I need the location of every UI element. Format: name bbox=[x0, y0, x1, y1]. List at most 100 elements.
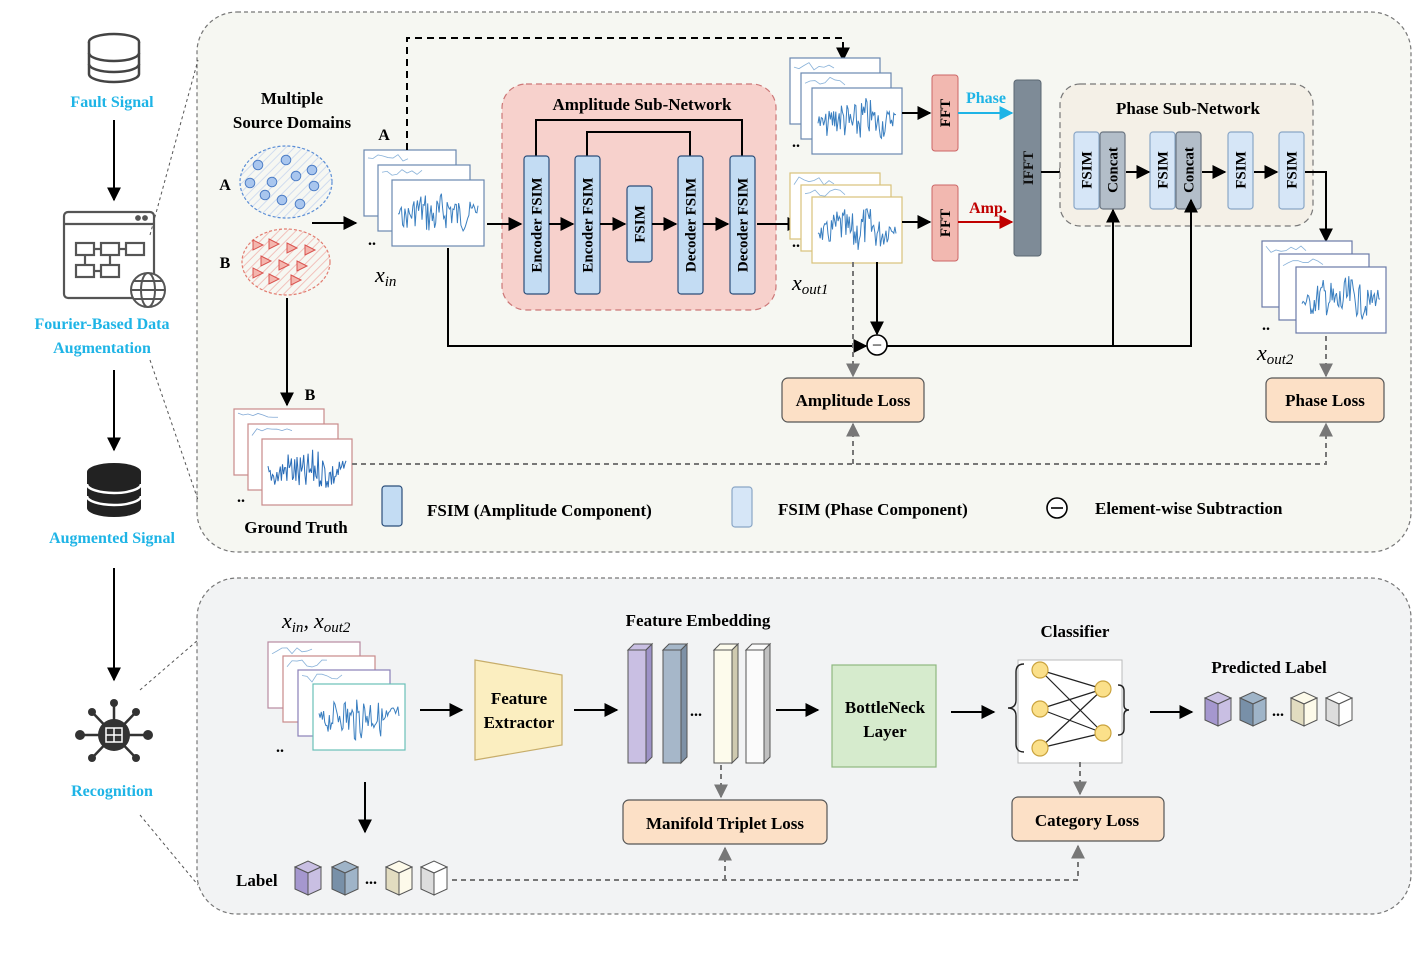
signal-waveform bbox=[267, 449, 347, 488]
label-dots: ... bbox=[365, 871, 377, 888]
category-loss-label: Category Loss bbox=[1035, 811, 1140, 830]
label-cube-right bbox=[307, 866, 322, 896]
phase-block-label: FSIM bbox=[1156, 151, 1172, 189]
predicted-label-title: Predicted Label bbox=[1211, 658, 1327, 677]
database-dark-icon bbox=[85, 463, 143, 517]
network-hub-icon bbox=[75, 699, 153, 762]
embedding-vector-side bbox=[731, 642, 739, 765]
legend-amp-swatch bbox=[381, 485, 403, 527]
phase-arrow-label: Phase bbox=[966, 90, 1006, 107]
ifft-label: IFFT bbox=[1021, 151, 1037, 185]
feature-extractor-label-2: Extractor bbox=[484, 713, 555, 732]
xin-signal-stack bbox=[363, 149, 485, 247]
zoom-line bbox=[149, 59, 199, 236]
signal-trace bbox=[804, 188, 846, 197]
bottom-stack-ellipsis: .. bbox=[276, 739, 284, 756]
bottleneck-layer bbox=[831, 664, 937, 768]
ifft-block bbox=[1013, 79, 1042, 257]
domain-b-sample bbox=[304, 244, 317, 256]
xin-to-subtract-path bbox=[447, 248, 868, 353]
embedding-dots: ... bbox=[690, 703, 702, 720]
subtraction-symbol: − bbox=[872, 335, 882, 355]
stack-a-label: A bbox=[378, 127, 390, 144]
signal-trace bbox=[1282, 258, 1324, 267]
bottom-input-label: xin,xout2 bbox=[281, 608, 351, 636]
embedding-vector bbox=[713, 649, 733, 764]
xout2-ellipsis: .. bbox=[1262, 317, 1270, 334]
domain-b-sample bbox=[290, 274, 303, 286]
xout1-signal-stack bbox=[789, 172, 903, 264]
phase-loss-label: Phase Loss bbox=[1285, 391, 1365, 410]
embedding-vector-side bbox=[645, 642, 653, 765]
phase-block-label: FSIM bbox=[1285, 151, 1301, 189]
xout1-ellipsis: .. bbox=[792, 234, 800, 251]
classifier-network bbox=[1007, 661, 1130, 757]
domain-a-sample bbox=[276, 194, 288, 206]
fft-bottom-label: FFT bbox=[938, 209, 954, 237]
arrow-phase-to-xout2 bbox=[1305, 171, 1333, 243]
legend-subtraction-label: Element-wise Subtraction bbox=[1095, 499, 1283, 518]
phase-input-signal-stack bbox=[789, 57, 903, 155]
amp-block-label: Encoder FSIM bbox=[530, 177, 546, 272]
signal-trace bbox=[1265, 245, 1307, 253]
manifold-loss-label: Manifold Triplet Loss bbox=[646, 814, 804, 833]
database-icon bbox=[87, 32, 141, 84]
bottleneck-label-1: BottleNeck bbox=[845, 698, 926, 717]
signal-trace bbox=[367, 154, 409, 162]
fourier-augmentation-label: Fourier-Based Data bbox=[35, 316, 170, 333]
label-cubes bbox=[293, 860, 449, 896]
label-title: Label bbox=[236, 871, 278, 890]
bottom-input-signal-stack bbox=[267, 641, 406, 751]
recognition-label: Recognition bbox=[71, 783, 153, 800]
xin-label: xin bbox=[374, 262, 396, 290]
fft-top-label: FFT bbox=[938, 99, 954, 127]
ground-truth-signal-stack bbox=[233, 408, 353, 506]
ground-truth-label: Ground Truth bbox=[244, 518, 348, 537]
label-cube-right bbox=[1252, 697, 1267, 727]
amp-block-label: Decoder FSIM bbox=[684, 178, 700, 272]
amp-skip-connections bbox=[535, 119, 743, 156]
amp-block-label: Encoder FSIM bbox=[581, 177, 597, 272]
globe-icon bbox=[130, 272, 166, 308]
xin-ellipsis: .. bbox=[368, 232, 376, 249]
domain-a-sample bbox=[290, 170, 302, 182]
domain-a-sample bbox=[244, 177, 256, 189]
label-cube-right bbox=[433, 866, 448, 896]
gt-ellipsis: .. bbox=[237, 489, 245, 506]
amp-block-label: FSIM bbox=[633, 205, 649, 243]
signal-trace bbox=[381, 169, 423, 176]
amplitude-loss-label: Amplitude Loss bbox=[796, 391, 911, 410]
feature-embedding-title: Feature Embedding bbox=[626, 611, 771, 630]
domain-b-samples bbox=[252, 238, 317, 286]
signal-trace bbox=[271, 647, 313, 655]
xout2-signal-stack bbox=[1261, 240, 1387, 334]
stack-b-label: B bbox=[305, 387, 316, 404]
phase-block bbox=[1278, 131, 1305, 210]
fourier-augmentation-label-2: Augmentation bbox=[53, 340, 151, 357]
classifier-title: Classifier bbox=[1041, 622, 1110, 641]
embedding-vector bbox=[745, 649, 765, 764]
domain-a-sample bbox=[252, 159, 264, 171]
signal-waveform bbox=[1301, 276, 1381, 320]
flowchart-window-icon bbox=[62, 210, 156, 300]
domain-a-samples bbox=[244, 154, 320, 210]
legend-phase-label: FSIM (Phase Component) bbox=[778, 500, 968, 519]
domain-b-sample bbox=[252, 267, 265, 279]
signal-waveform bbox=[397, 193, 479, 233]
domain-a-sample bbox=[308, 180, 320, 192]
manifold-loss-box bbox=[622, 799, 828, 845]
label-dashed-to-losses bbox=[452, 844, 1085, 881]
label-cube-right bbox=[1303, 697, 1318, 727]
zoom-line bbox=[149, 359, 199, 501]
dashed-skip-connection bbox=[406, 37, 850, 150]
fault-signal-label: Fault Signal bbox=[70, 94, 154, 111]
label-cube-right bbox=[398, 866, 413, 896]
phase-block bbox=[1073, 131, 1100, 210]
label-cube-right bbox=[1338, 697, 1353, 727]
feature-extractor-block bbox=[474, 659, 563, 761]
embedding-vector-side bbox=[680, 642, 688, 765]
gt-dashed-to-losses bbox=[352, 422, 1333, 465]
domain-b-sample bbox=[296, 260, 309, 272]
